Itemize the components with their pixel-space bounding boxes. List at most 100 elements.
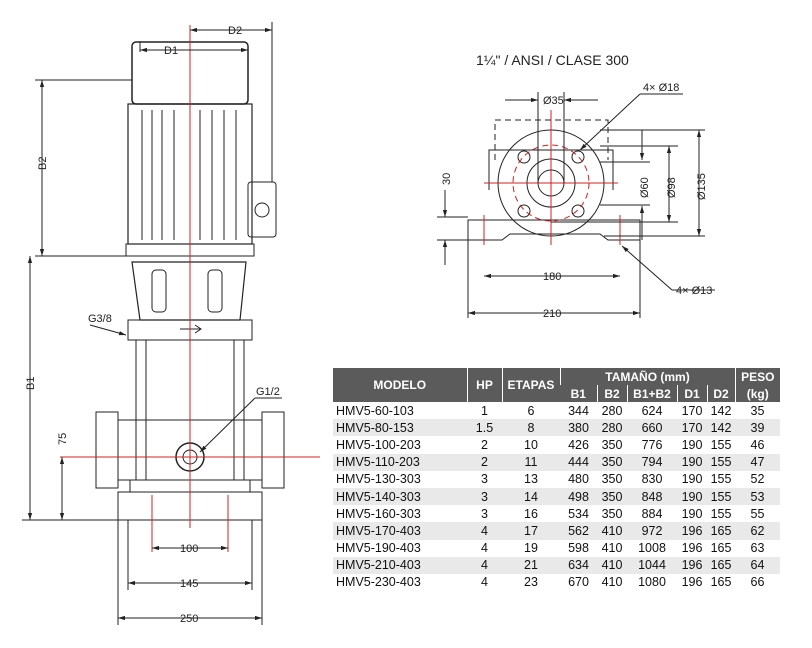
- table-cell: 776: [641, 437, 663, 452]
- pump-dimensions: [22, 22, 282, 625]
- table-cell: 2: [481, 455, 488, 470]
- label-d1: D1: [164, 45, 178, 57]
- header-b2: B2: [596, 385, 627, 402]
- label-b1: B1: [25, 377, 37, 390]
- label-holes18: 4× Ø18: [643, 82, 679, 94]
- table-cell: 63: [750, 541, 765, 556]
- table-cell: 196: [681, 575, 703, 590]
- table-cell: 534: [568, 506, 589, 521]
- table-cell: 21: [524, 558, 538, 573]
- label-100: 100: [180, 543, 198, 555]
- table-cell: 598: [568, 541, 589, 556]
- table-cell: 972: [641, 523, 663, 538]
- header-b1b2: B1+B2: [626, 385, 677, 402]
- header-peso-unit: (kg): [734, 385, 780, 402]
- table-cell: HMV5-160-303: [336, 506, 421, 521]
- table-cell: 170: [681, 420, 703, 435]
- header-tamano: TAMAÑO (mm): [559, 368, 735, 385]
- table-cell: HMV5-80-153: [336, 420, 414, 435]
- table-cell: 3: [481, 472, 488, 487]
- table-cell: 848: [641, 489, 663, 504]
- table-cell: 280: [601, 420, 623, 435]
- table-cell: HMV5-110-203: [336, 455, 420, 470]
- table-cell: 190: [681, 472, 703, 487]
- table-cell: 196: [681, 523, 703, 538]
- table-cell: HMV5-170-403: [336, 523, 421, 538]
- table-cell: 39: [750, 420, 765, 435]
- flange-title: 1¼" / ANSI / CLASE 300: [476, 52, 629, 68]
- flange-front-view: [437, 92, 715, 318]
- table-cell: 8: [527, 420, 535, 435]
- table-cell: 562: [568, 523, 589, 538]
- table-cell: 55: [750, 506, 765, 521]
- table-cell: 1044: [638, 558, 666, 573]
- label-d2: D2: [228, 25, 242, 37]
- table-cell: 344: [568, 403, 589, 418]
- table-cell: HMV5-210-403: [336, 558, 421, 573]
- table-cell: 190: [681, 506, 703, 521]
- table-cell: HMV5-140-303: [336, 489, 421, 504]
- table-cell: 190: [681, 455, 703, 470]
- table-cell: 350: [601, 506, 623, 521]
- table-cell: 53: [750, 489, 765, 504]
- table-cell: 884: [641, 506, 663, 521]
- table-cell: 6: [527, 403, 535, 418]
- table-cell: 47: [750, 455, 765, 470]
- table-cell: 480: [568, 472, 589, 487]
- table-cell: 4: [481, 523, 488, 538]
- table-cell: 350: [601, 455, 623, 470]
- table-cell: 155: [710, 455, 732, 470]
- pump-side-view: [60, 25, 320, 552]
- table-cell: 660: [641, 420, 663, 435]
- table-cell: 410: [601, 541, 623, 556]
- table-cell: 52: [750, 472, 765, 487]
- label-d60: Ø60: [639, 177, 651, 198]
- table-cell: 35: [750, 403, 765, 418]
- table-cell: 190: [681, 489, 703, 504]
- table-cell: 170: [681, 403, 703, 418]
- table-cell: 62: [750, 523, 765, 538]
- label-g12: G1/2: [256, 386, 280, 398]
- table-cell: 1008: [638, 541, 666, 556]
- table-cell: 410: [601, 558, 623, 573]
- table-cell: 142: [710, 403, 732, 418]
- table-cell: 350: [601, 472, 623, 487]
- table-cell: HMV5-190-403: [336, 541, 421, 556]
- label-75: 75: [57, 433, 69, 445]
- table-cell: 13: [524, 472, 538, 487]
- table-cell: 155: [710, 472, 732, 487]
- table-cell: 3: [481, 506, 488, 521]
- table-cell: HMV5-60-103: [336, 403, 414, 418]
- table-cell: 1: [481, 403, 488, 418]
- table-cell: 165: [710, 523, 732, 538]
- label-d98: Ø98: [666, 177, 678, 198]
- header-peso: PESO: [734, 368, 780, 385]
- table-cell: 142: [710, 420, 732, 435]
- table-cell: 2: [481, 437, 488, 452]
- table-cell: 350: [601, 437, 623, 452]
- label-d135: Ø135: [696, 173, 708, 200]
- header-b1: B1: [560, 385, 597, 402]
- table-cell: 11: [524, 455, 538, 470]
- table-cell: 155: [710, 489, 732, 504]
- label-d35: Ø35: [543, 95, 564, 107]
- table-cell: 670: [568, 575, 589, 590]
- table-cell: 426: [568, 437, 589, 452]
- table-cell: 350: [601, 489, 623, 504]
- table-cell: 410: [601, 575, 623, 590]
- table-cell: 498: [568, 489, 589, 504]
- table-cell: 16: [524, 506, 538, 521]
- table-cell: 1.5: [475, 420, 494, 435]
- table-cell: 17: [524, 523, 538, 538]
- table-cell: 155: [710, 506, 732, 521]
- table-cell: 46: [750, 437, 765, 452]
- label-30: 30: [441, 173, 453, 185]
